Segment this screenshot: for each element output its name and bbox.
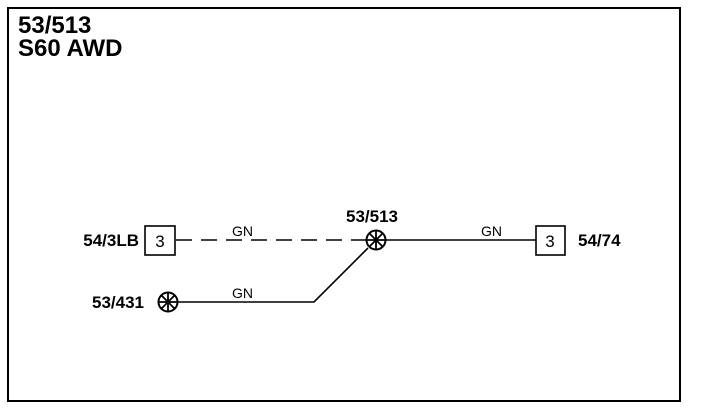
wire-upper-left-color: GN xyxy=(232,223,253,239)
diagram-title: 53/513 S60 AWD xyxy=(18,12,123,62)
diagram-frame xyxy=(7,7,681,402)
connector-label-right: 54/74 xyxy=(578,231,621,250)
connector-box-right-pin: 3 xyxy=(545,232,554,251)
wire-lower xyxy=(178,247,369,303)
splice-center-label: 53/513 xyxy=(346,207,398,226)
connector-label-left: 54/3LB xyxy=(83,231,139,250)
wire-lower-color: GN xyxy=(232,285,253,301)
connector-box-right xyxy=(535,225,566,256)
splice-center-icon xyxy=(365,229,387,251)
wire-upper-right-color: GN xyxy=(481,223,502,239)
title-line-1: 53/513 xyxy=(18,12,92,39)
splice-lower-label: 53/431 xyxy=(92,293,144,312)
connector-box-left xyxy=(144,225,176,256)
splice-lower-icon xyxy=(157,291,179,313)
title-line-2: S60 AWD xyxy=(18,35,123,62)
connector-box-left-pin: 3 xyxy=(155,232,164,251)
